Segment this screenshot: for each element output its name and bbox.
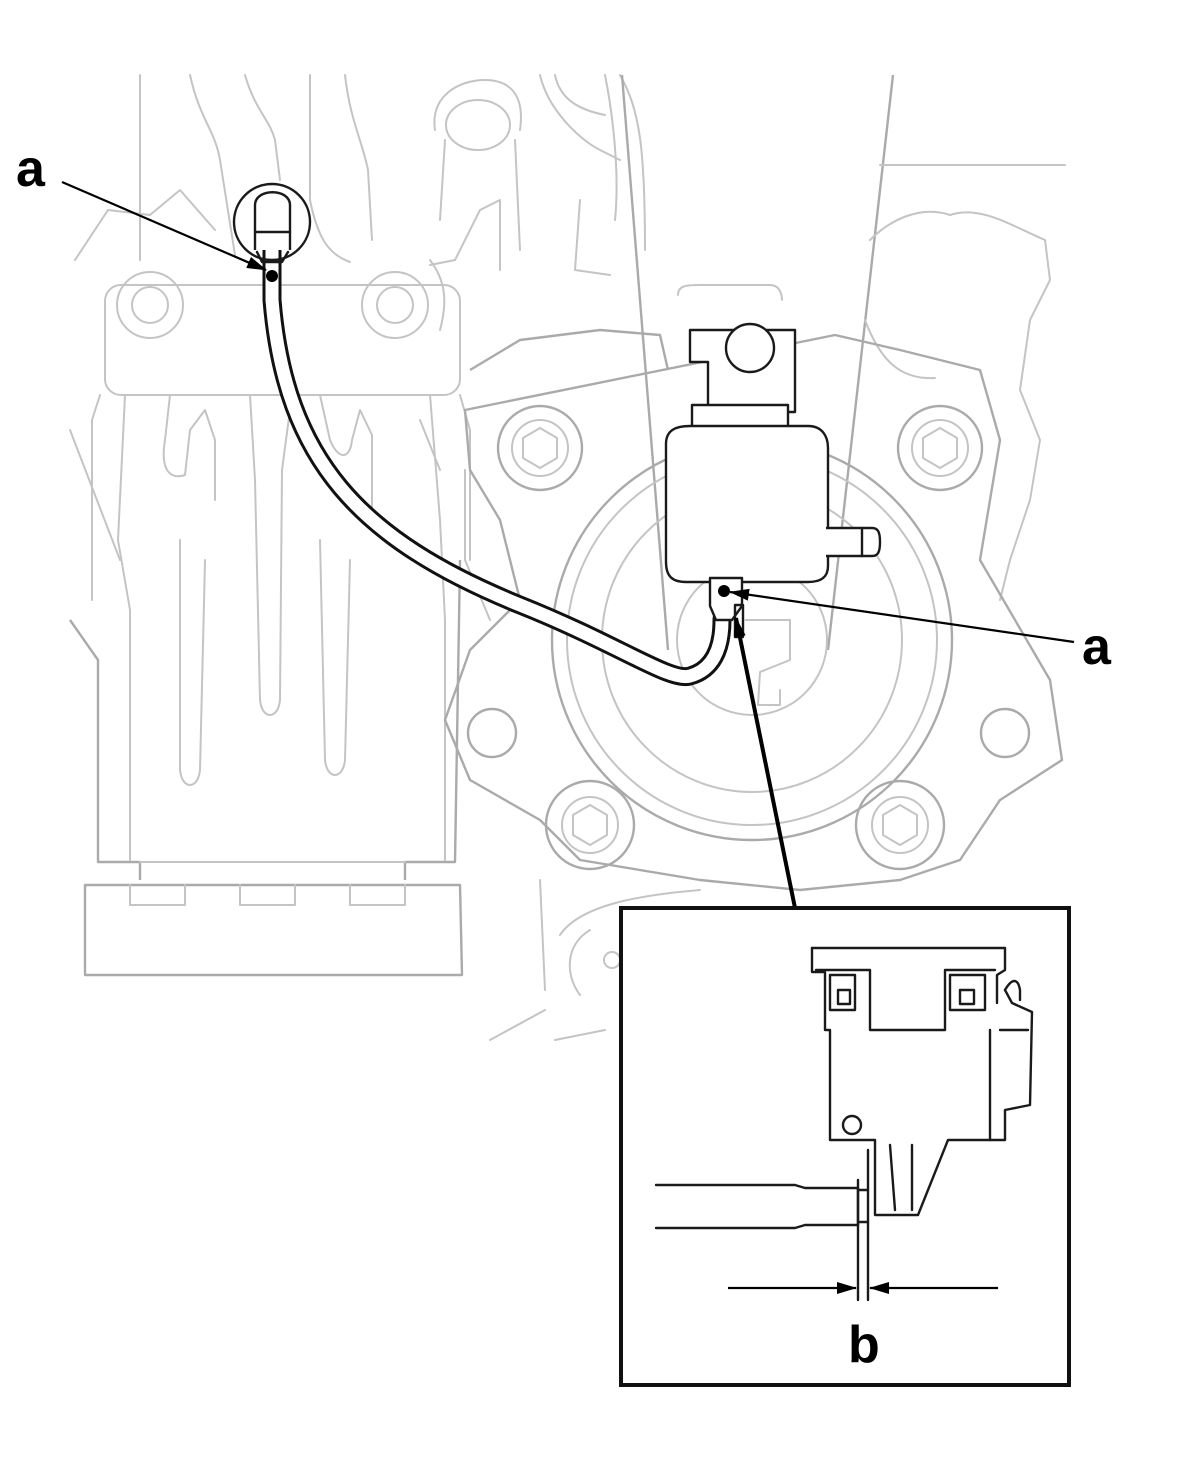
leader-a-upper [61,180,267,272]
callout-b-gap: b [848,1316,880,1374]
leader-detail [733,617,797,909]
hose [262,218,736,687]
upper-pipe-fitting [232,182,312,264]
callout-a-upper: a [16,140,46,198]
leader-a-lower [729,588,1075,644]
callout-leaders [61,180,1075,909]
callout-a-lower: a [1082,618,1112,676]
engine-block-background [69,74,1066,1041]
solenoid-valve [664,322,882,706]
point-a-lower [718,585,730,597]
detail-inset [619,906,1071,1387]
point-a-upper [266,270,278,282]
